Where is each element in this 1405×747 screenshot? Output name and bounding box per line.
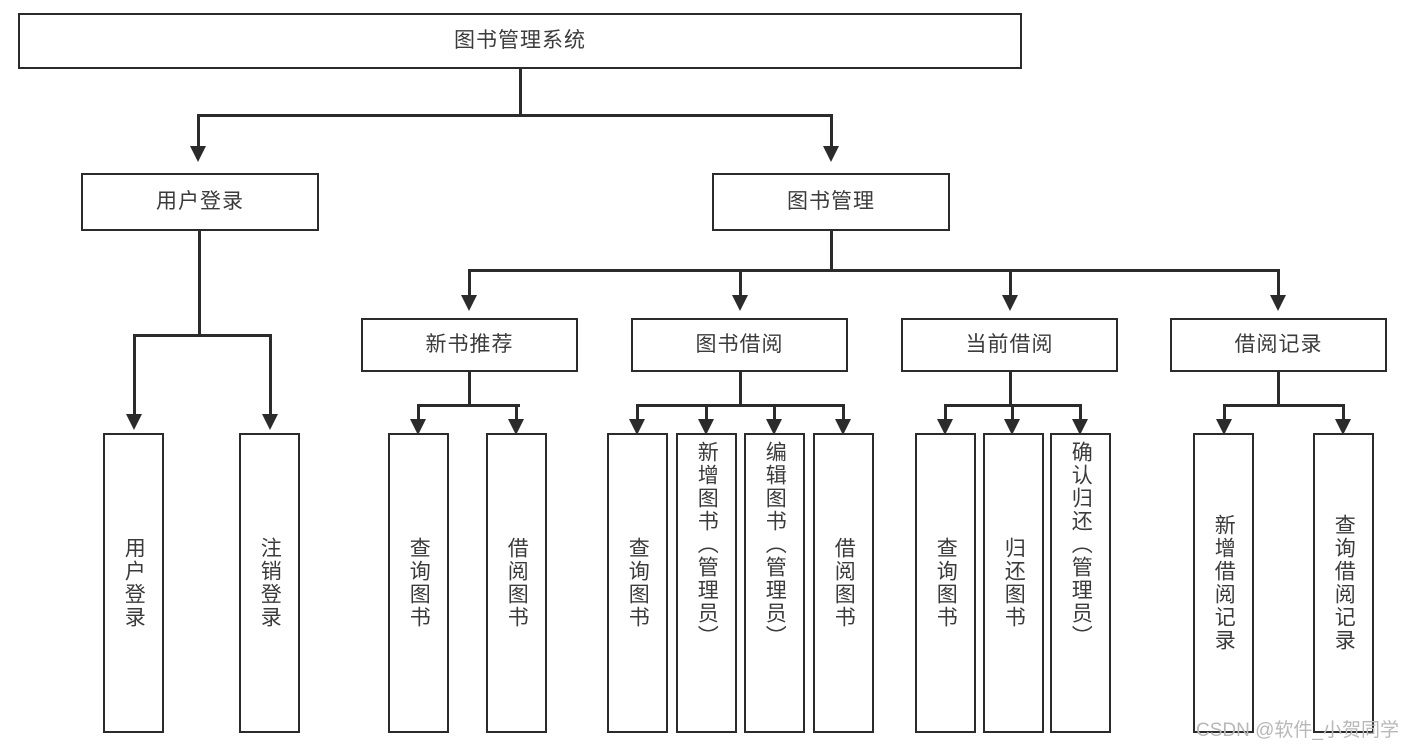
connector-user-login-bus: [133, 334, 272, 337]
node-label: 查询图书: [626, 537, 650, 629]
connector-book-manage-stem: [830, 231, 833, 271]
node-label: 图书管理系统: [454, 29, 586, 53]
leaf-query-borrow-record[interactable]: 查询借阅记录: [1313, 433, 1374, 733]
node-current-borrow[interactable]: 当前借阅: [901, 318, 1118, 372]
arrowhead-book-borrow: [732, 295, 748, 311]
connector-to-leaf-query-book-3: [944, 404, 947, 426]
connector-current-borrow-stem: [1009, 372, 1012, 406]
connector-to-leaf-borrow-book-1: [515, 404, 518, 426]
node-label: 新书推荐: [425, 333, 514, 357]
connector-to-book-borrow: [739, 269, 742, 297]
node-label: 当前借阅: [965, 333, 1054, 357]
connector-root-to-user-login: [197, 114, 200, 148]
leaf-user-login[interactable]: 用户登录: [103, 433, 164, 733]
node-label: 图书借阅: [695, 333, 784, 357]
arrowhead-leaf-query-borrow-record: [1335, 419, 1351, 435]
leaf-borrow-book-2[interactable]: 借阅图书: [813, 433, 874, 733]
node-new-book-recommend[interactable]: 新书推荐: [361, 318, 578, 372]
connector-to-leaf-logout: [269, 334, 272, 416]
connector-to-leaf-edit-book: [773, 404, 776, 426]
connector-new-book-recommend-stem: [468, 372, 471, 406]
connector-to-current-borrow: [1009, 269, 1012, 297]
connector-to-leaf-borrow-book-2: [842, 404, 845, 426]
connector-to-leaf-query-borrow-record: [1342, 404, 1345, 426]
leaf-query-book-3[interactable]: 查询图书: [915, 433, 976, 733]
connector-to-borrow-record: [1277, 269, 1280, 297]
connector-root-to-book-manage: [830, 114, 833, 148]
connector-root-bus: [197, 114, 833, 117]
connector-book-manage-bus: [468, 269, 1279, 272]
node-book-management-system[interactable]: 图书管理系统: [18, 13, 1022, 69]
node-book-borrow[interactable]: 图书借阅: [631, 318, 848, 372]
leaf-query-book-2[interactable]: 查询图书: [607, 433, 668, 733]
connector-to-leaf-user-login: [133, 334, 136, 416]
node-label: 借阅图书: [832, 537, 856, 629]
arrowhead-leaf-add-book: [698, 419, 714, 435]
arrowhead-leaf-borrow-book-1: [508, 419, 524, 435]
arrowhead-new-book-recommend: [461, 295, 477, 311]
connector-user-login-stem: [198, 231, 201, 336]
connector-to-leaf-return-book: [1011, 404, 1014, 426]
arrowhead-leaf-borrow-book-2: [835, 419, 851, 435]
connector-to-leaf-add-borrow-record: [1223, 404, 1226, 426]
node-label: 注销登录: [258, 537, 282, 629]
connector-to-leaf-confirm-return: [1079, 404, 1082, 426]
node-label: 归还图书: [1002, 537, 1026, 629]
node-label: 用户登录: [156, 190, 244, 214]
csdn-watermark: CSDN @软件_小贺同学: [1196, 720, 1399, 741]
connector-new-book-recommend-bus: [417, 404, 520, 407]
node-label: 借阅图书: [505, 537, 529, 629]
arrowhead-leaf-edit-book: [766, 419, 782, 435]
arrowhead-borrow-record: [1270, 295, 1286, 311]
node-label: 查询图书: [407, 537, 431, 629]
leaf-return-book[interactable]: 归还图书: [983, 433, 1044, 733]
arrowhead-leaf-add-borrow-record: [1216, 419, 1232, 435]
arrowhead-current-borrow: [1002, 295, 1018, 311]
leaf-add-book-admin[interactable]: 新增图书（管理员）: [676, 433, 737, 733]
node-label: 新增借阅记录: [1212, 514, 1236, 652]
connector-to-new-book-recommend: [468, 269, 471, 297]
arrowhead-leaf-return-book: [1004, 419, 1020, 435]
connector-borrow-record-bus: [1223, 404, 1344, 407]
leaf-query-book-1[interactable]: 查询图书: [388, 433, 449, 733]
leaf-add-borrow-record[interactable]: 新增借阅记录: [1193, 433, 1254, 733]
connector-to-leaf-add-book: [705, 404, 708, 426]
node-label: 确认归还（管理员）: [1069, 441, 1093, 648]
leaf-edit-book-admin[interactable]: 编辑图书（管理员）: [744, 433, 805, 733]
node-book-management[interactable]: 图书管理: [712, 173, 950, 231]
connector-to-leaf-query-book-1: [417, 404, 420, 426]
arrowhead-leaf-logout: [262, 414, 278, 430]
node-label: 借阅记录: [1234, 333, 1323, 357]
node-borrow-record[interactable]: 借阅记录: [1170, 318, 1387, 372]
arrowhead-user-login: [190, 146, 206, 162]
leaf-borrow-book-1[interactable]: 借阅图书: [486, 433, 547, 733]
node-label: 编辑图书（管理员）: [763, 441, 787, 648]
arrowhead-leaf-user-login: [126, 414, 142, 430]
node-label: 用户登录: [122, 537, 146, 629]
arrowhead-leaf-query-book-1: [410, 419, 426, 435]
node-label: 图书管理: [787, 190, 875, 214]
arrowhead-leaf-confirm-return: [1072, 419, 1088, 435]
leaf-confirm-return-admin[interactable]: 确认归还（管理员）: [1050, 433, 1111, 733]
connector-book-borrow-bus: [636, 404, 844, 407]
connector-to-leaf-query-book-2: [636, 404, 639, 426]
connector-book-borrow-stem: [739, 372, 742, 406]
arrowhead-leaf-query-book-2: [629, 419, 645, 435]
node-label: 新增图书（管理员）: [695, 441, 719, 648]
node-user-login[interactable]: 用户登录: [81, 173, 319, 231]
leaf-logout[interactable]: 注销登录: [239, 433, 300, 733]
connector-borrow-record-stem: [1277, 372, 1280, 406]
node-label: 查询借阅记录: [1332, 514, 1356, 652]
node-label: 查询图书: [934, 537, 958, 629]
arrowhead-book-manage: [823, 146, 839, 162]
connector-root-stem: [519, 69, 522, 116]
arrowhead-leaf-query-book-3: [937, 419, 953, 435]
